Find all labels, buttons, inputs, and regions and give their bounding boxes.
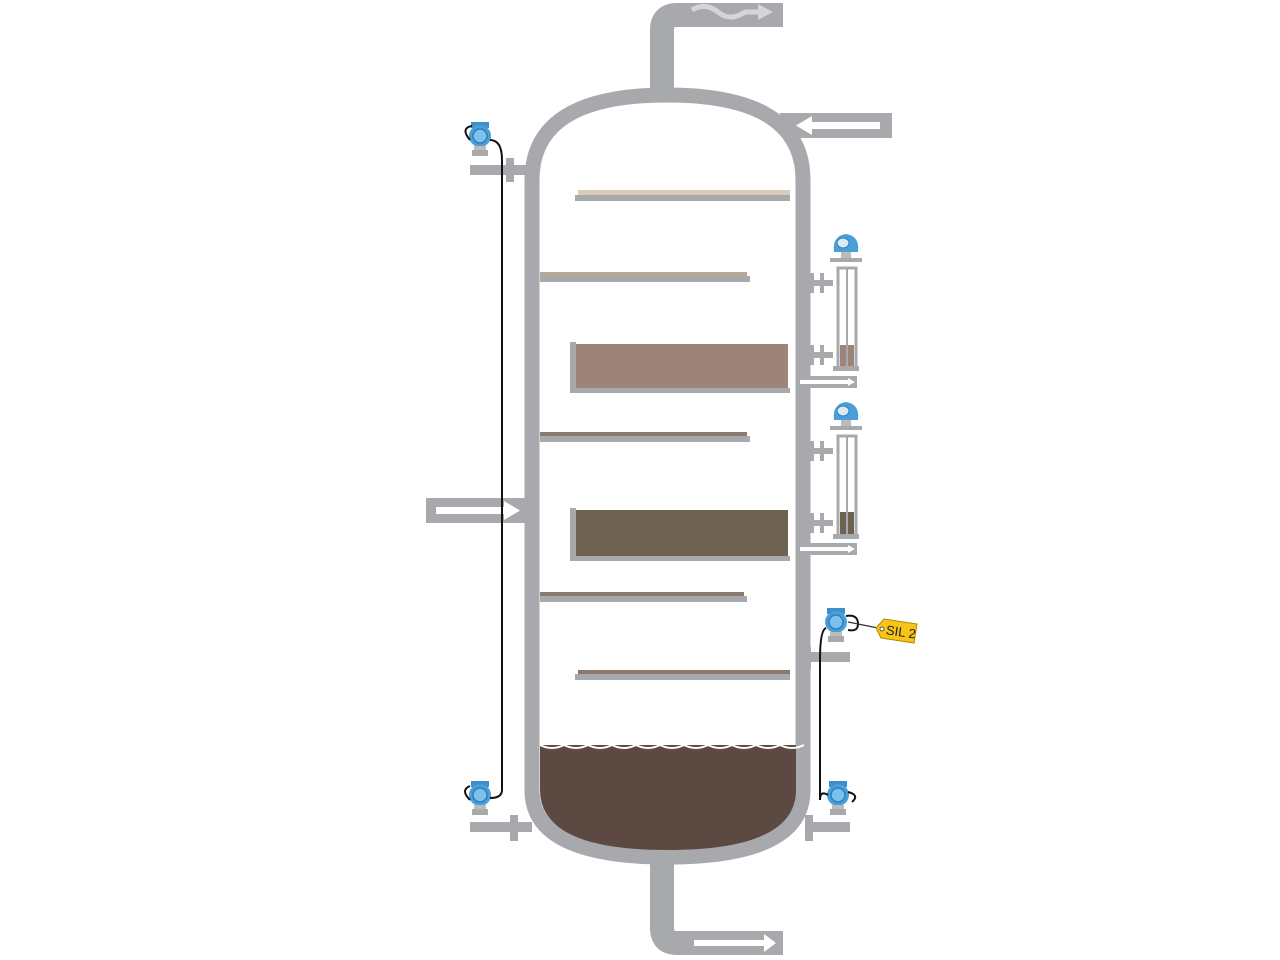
pressure-transmitter-icon [826, 780, 850, 816]
right-dp-transmitter-top [803, 607, 860, 669]
tray-5 [570, 508, 790, 561]
sil-tag: SIL 2 [847, 618, 918, 644]
side-draw-lower [797, 543, 857, 555]
bottom-flow-arrow-icon [694, 934, 776, 952]
bottom-outlet-pipe [650, 860, 783, 955]
tray-6 [540, 592, 747, 602]
tray-4 [540, 432, 750, 442]
tray-3 [570, 342, 790, 393]
vapor-flow-arrow-icon [690, 4, 760, 20]
level-gauge-upper [803, 233, 863, 371]
tray-1 [575, 190, 790, 201]
side-draw-upper [797, 376, 857, 388]
tray-7 [575, 670, 790, 680]
radar-level-transmitter-icon [829, 233, 863, 263]
reflux-arrow-icon [796, 116, 880, 135]
sil-tag-label: SIL 2 [885, 622, 917, 641]
right-dp-transmitter-bottom [805, 780, 857, 841]
radar-level-transmitter-icon [829, 401, 863, 431]
left-dp-transmitter-bottom [464, 780, 532, 841]
bottom-liquid [540, 745, 796, 850]
left-dp-transmitter-top [464, 121, 532, 182]
level-gauge-lower [803, 401, 863, 539]
top-vapor-outlet-pipe [650, 3, 783, 95]
pressure-transmitter-icon [468, 780, 492, 816]
vapor-arrowhead-icon [758, 4, 773, 20]
column-vessel [524, 87, 811, 865]
tray-2 [540, 272, 750, 282]
feed-arrow-icon [436, 501, 520, 520]
pressure-transmitter-icon [468, 121, 492, 157]
pressure-transmitter-icon [824, 607, 848, 643]
